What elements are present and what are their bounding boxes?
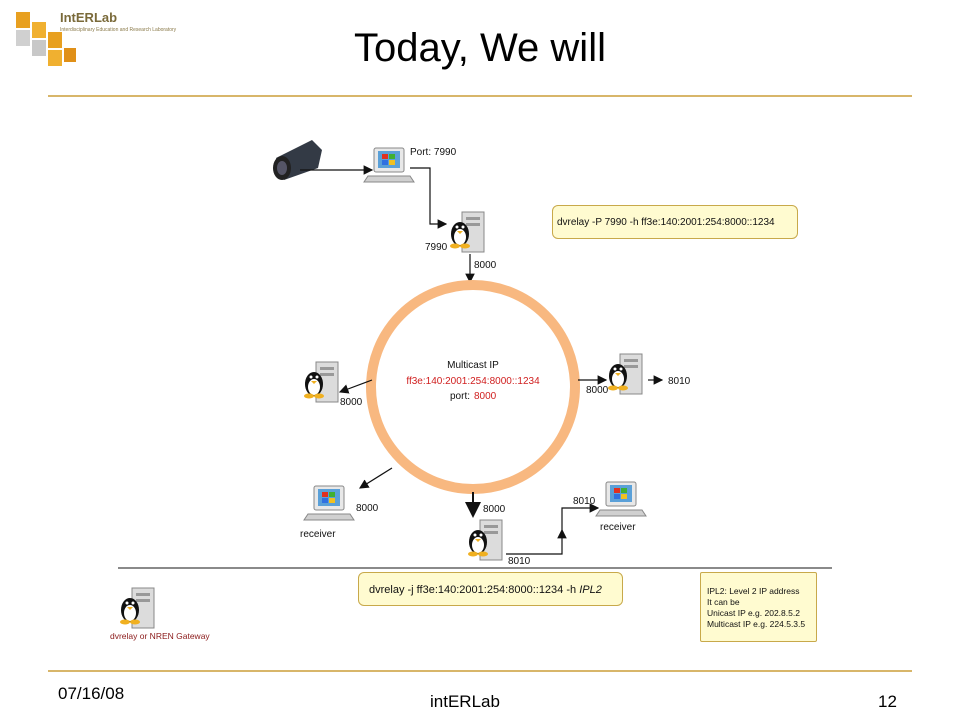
join-command-text: dvrelay -j ff3e:140:2001:254:8000::1234 … <box>369 584 580 596</box>
relay-out-port: 8000 <box>474 260 497 271</box>
logo-name: IntERLab <box>60 10 118 25</box>
camera-icon <box>273 140 322 180</box>
bottom-node-out-port: 8010 <box>508 556 531 567</box>
title-divider <box>48 95 912 97</box>
right-node-in-port: 8000 <box>586 385 609 396</box>
intERLab-logo <box>12 4 142 76</box>
logo-subtitle: Interdisciplinary Education and Research… <box>60 27 177 33</box>
join-command-ipl: IPL2 <box>579 584 602 596</box>
right-receiver-label: receiver <box>600 522 636 533</box>
multicast-port: 8000 <box>474 391 497 402</box>
source-command-note: dvrelay -P 7990 -h ff3e:140:2001:254:800… <box>552 205 798 239</box>
legend-server-icon <box>119 587 155 629</box>
bottom-node-server-icon <box>467 519 503 561</box>
ipl-note: IPL2: Level 2 IP address It can be Unica… <box>700 572 817 642</box>
source-command-text: dvrelay -P 7990 -h ff3e:140:2001:254:800… <box>557 217 775 228</box>
legend-label: dvrelay or NREN Gateway <box>110 631 210 641</box>
footer-divider <box>48 670 912 672</box>
join-command-note: dvrelay -j ff3e:140:2001:254:8000::1234 … <box>358 572 623 606</box>
source-port-label: Port: 7990 <box>410 147 457 158</box>
relay-in-port: 7990 <box>425 242 448 253</box>
logo-cubes-icon <box>16 12 76 66</box>
right-node-out-port: 8010 <box>668 376 691 387</box>
multicast-port-prefix: port: <box>450 391 470 402</box>
relay-server-icon <box>449 211 485 253</box>
multicast-address: ff3e:140:2001:254:8000::1234 <box>406 376 540 387</box>
ipl-note-line: It can be <box>707 597 740 607</box>
left-node-server-icon <box>303 361 339 403</box>
source-pc-icon <box>363 147 415 183</box>
multicast-title: Multicast IP <box>447 360 499 371</box>
right-node-server-icon <box>607 353 643 395</box>
footer-date: 07/16/08 <box>58 684 125 703</box>
slide-title: Today, We will <box>354 26 606 70</box>
left-receiver-pc-icon <box>303 485 355 521</box>
left-receiver-label: receiver <box>300 529 336 540</box>
bottom-to-receiver-up-arrow <box>506 528 567 555</box>
multicast-to-left-arrow <box>338 379 373 394</box>
left-receiver-port: 8000 <box>356 503 379 514</box>
right-receiver-pc-icon <box>595 481 647 517</box>
bottom-node-in-port: 8000 <box>483 504 506 515</box>
left-node-port: 8000 <box>340 397 363 408</box>
footer-org: intERLab <box>430 692 500 711</box>
ipl-note-line: IPL2: Level 2 IP address <box>707 586 800 596</box>
multicast-ring <box>366 280 580 494</box>
right-receiver-port: 8010 <box>573 496 596 507</box>
page-number: 12 <box>878 692 897 711</box>
ipl-note-line: Unicast IP e.g. 202.8.5.2 <box>707 608 800 618</box>
ipl-note-line: Multicast IP e.g. 224.5.3.5 <box>707 619 806 629</box>
multicast-to-left-receiver-arrow <box>358 467 393 489</box>
bottom-to-right-receiver-arrow <box>561 503 600 530</box>
pc-to-relay-arrow <box>410 167 448 229</box>
